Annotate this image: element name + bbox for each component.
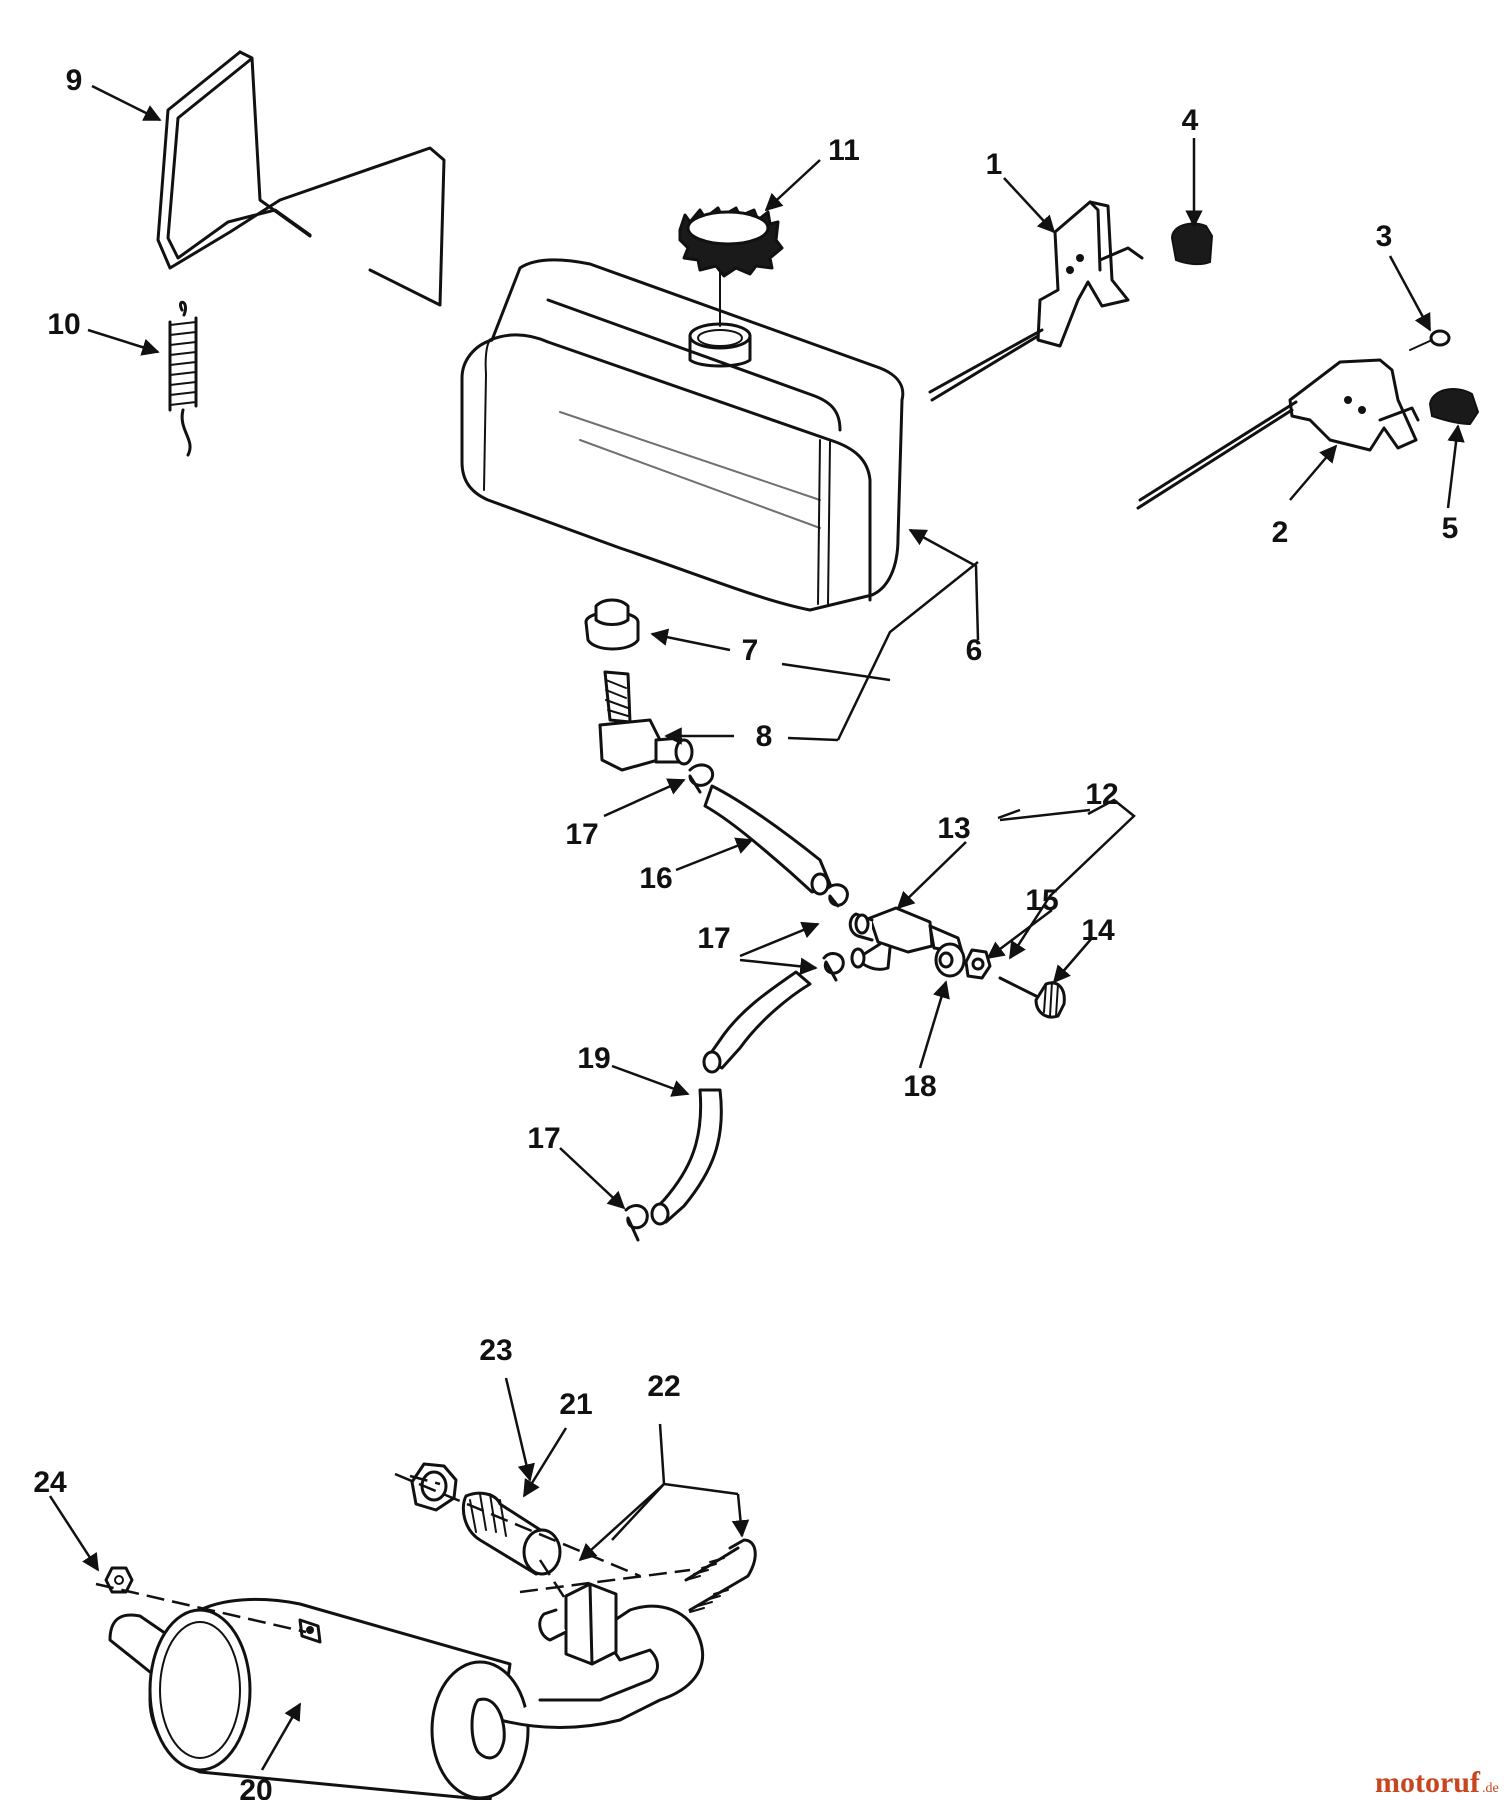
callout-14: 14 xyxy=(1081,914,1115,947)
callout-24: 24 xyxy=(33,1466,67,1499)
watermark-logo: motoruf .de xyxy=(1375,1766,1499,1799)
watermark-brand: motoruf xyxy=(1375,1766,1481,1799)
part-3-bolt xyxy=(1409,329,1451,351)
part-14-knob xyxy=(998,976,1066,1019)
part-18-spacer xyxy=(934,942,966,978)
callout-19: 19 xyxy=(577,1042,610,1075)
part-9-wire-bracket xyxy=(156,50,446,307)
part-1-control-bracket xyxy=(928,200,1144,402)
part-21-nipple xyxy=(461,1491,562,1576)
part-5-knob xyxy=(1428,388,1480,426)
leader-lines xyxy=(48,84,1465,1771)
callout-18: 18 xyxy=(903,1070,936,1103)
callout-22: 22 xyxy=(647,1370,680,1403)
callout-15: 15 xyxy=(1025,884,1058,917)
callout-1: 1 xyxy=(986,148,1003,181)
callout-17-b: 17 xyxy=(697,922,730,955)
callout-8: 8 xyxy=(756,720,773,753)
part-22-clamp xyxy=(538,1538,757,1666)
callout-labels: 1 2 3 4 5 6 7 8 9 10 11 12 13 14 15 16 1… xyxy=(33,64,1458,1800)
callout-11: 11 xyxy=(828,134,860,167)
part-23-locknut xyxy=(410,1462,458,1512)
callout-10: 10 xyxy=(47,308,80,341)
callout-16: 16 xyxy=(639,862,672,895)
callout-3: 3 xyxy=(1376,220,1393,253)
part-17-clamp xyxy=(624,763,849,1242)
part-24-nut xyxy=(104,1566,134,1594)
part-19-fuel-line xyxy=(650,970,812,1226)
callout-17-c: 17 xyxy=(527,1122,560,1155)
assembly-lines xyxy=(95,1472,691,1634)
part-20-muffler xyxy=(108,1597,705,1800)
part-2-control-bracket xyxy=(1136,358,1420,510)
part-16-fuel-line xyxy=(703,784,832,896)
part-6-fuel-tank xyxy=(460,258,905,612)
callout-7: 7 xyxy=(742,634,759,667)
part-15-nut xyxy=(964,948,992,980)
callout-21: 21 xyxy=(559,1388,592,1421)
part-13-tee-fitting xyxy=(848,906,964,971)
part-4-knob xyxy=(1170,222,1214,266)
part-11-fuel-cap xyxy=(678,206,784,327)
part-7-grommet xyxy=(584,598,640,651)
callout-9: 9 xyxy=(66,64,83,97)
callout-23: 23 xyxy=(479,1334,512,1367)
part-10-spring xyxy=(168,300,198,457)
callout-2: 2 xyxy=(1272,516,1289,549)
callout-6: 6 xyxy=(966,634,983,667)
callout-12: 12 xyxy=(1085,778,1118,811)
callout-4: 4 xyxy=(1182,104,1199,137)
part-8-shutoff-valve xyxy=(598,670,694,772)
callout-13: 13 xyxy=(937,812,970,845)
callout-5: 5 xyxy=(1442,512,1459,545)
callout-17-a: 17 xyxy=(565,818,598,851)
callout-20: 20 xyxy=(239,1774,272,1800)
watermark-tld: .de xyxy=(1482,1781,1499,1796)
